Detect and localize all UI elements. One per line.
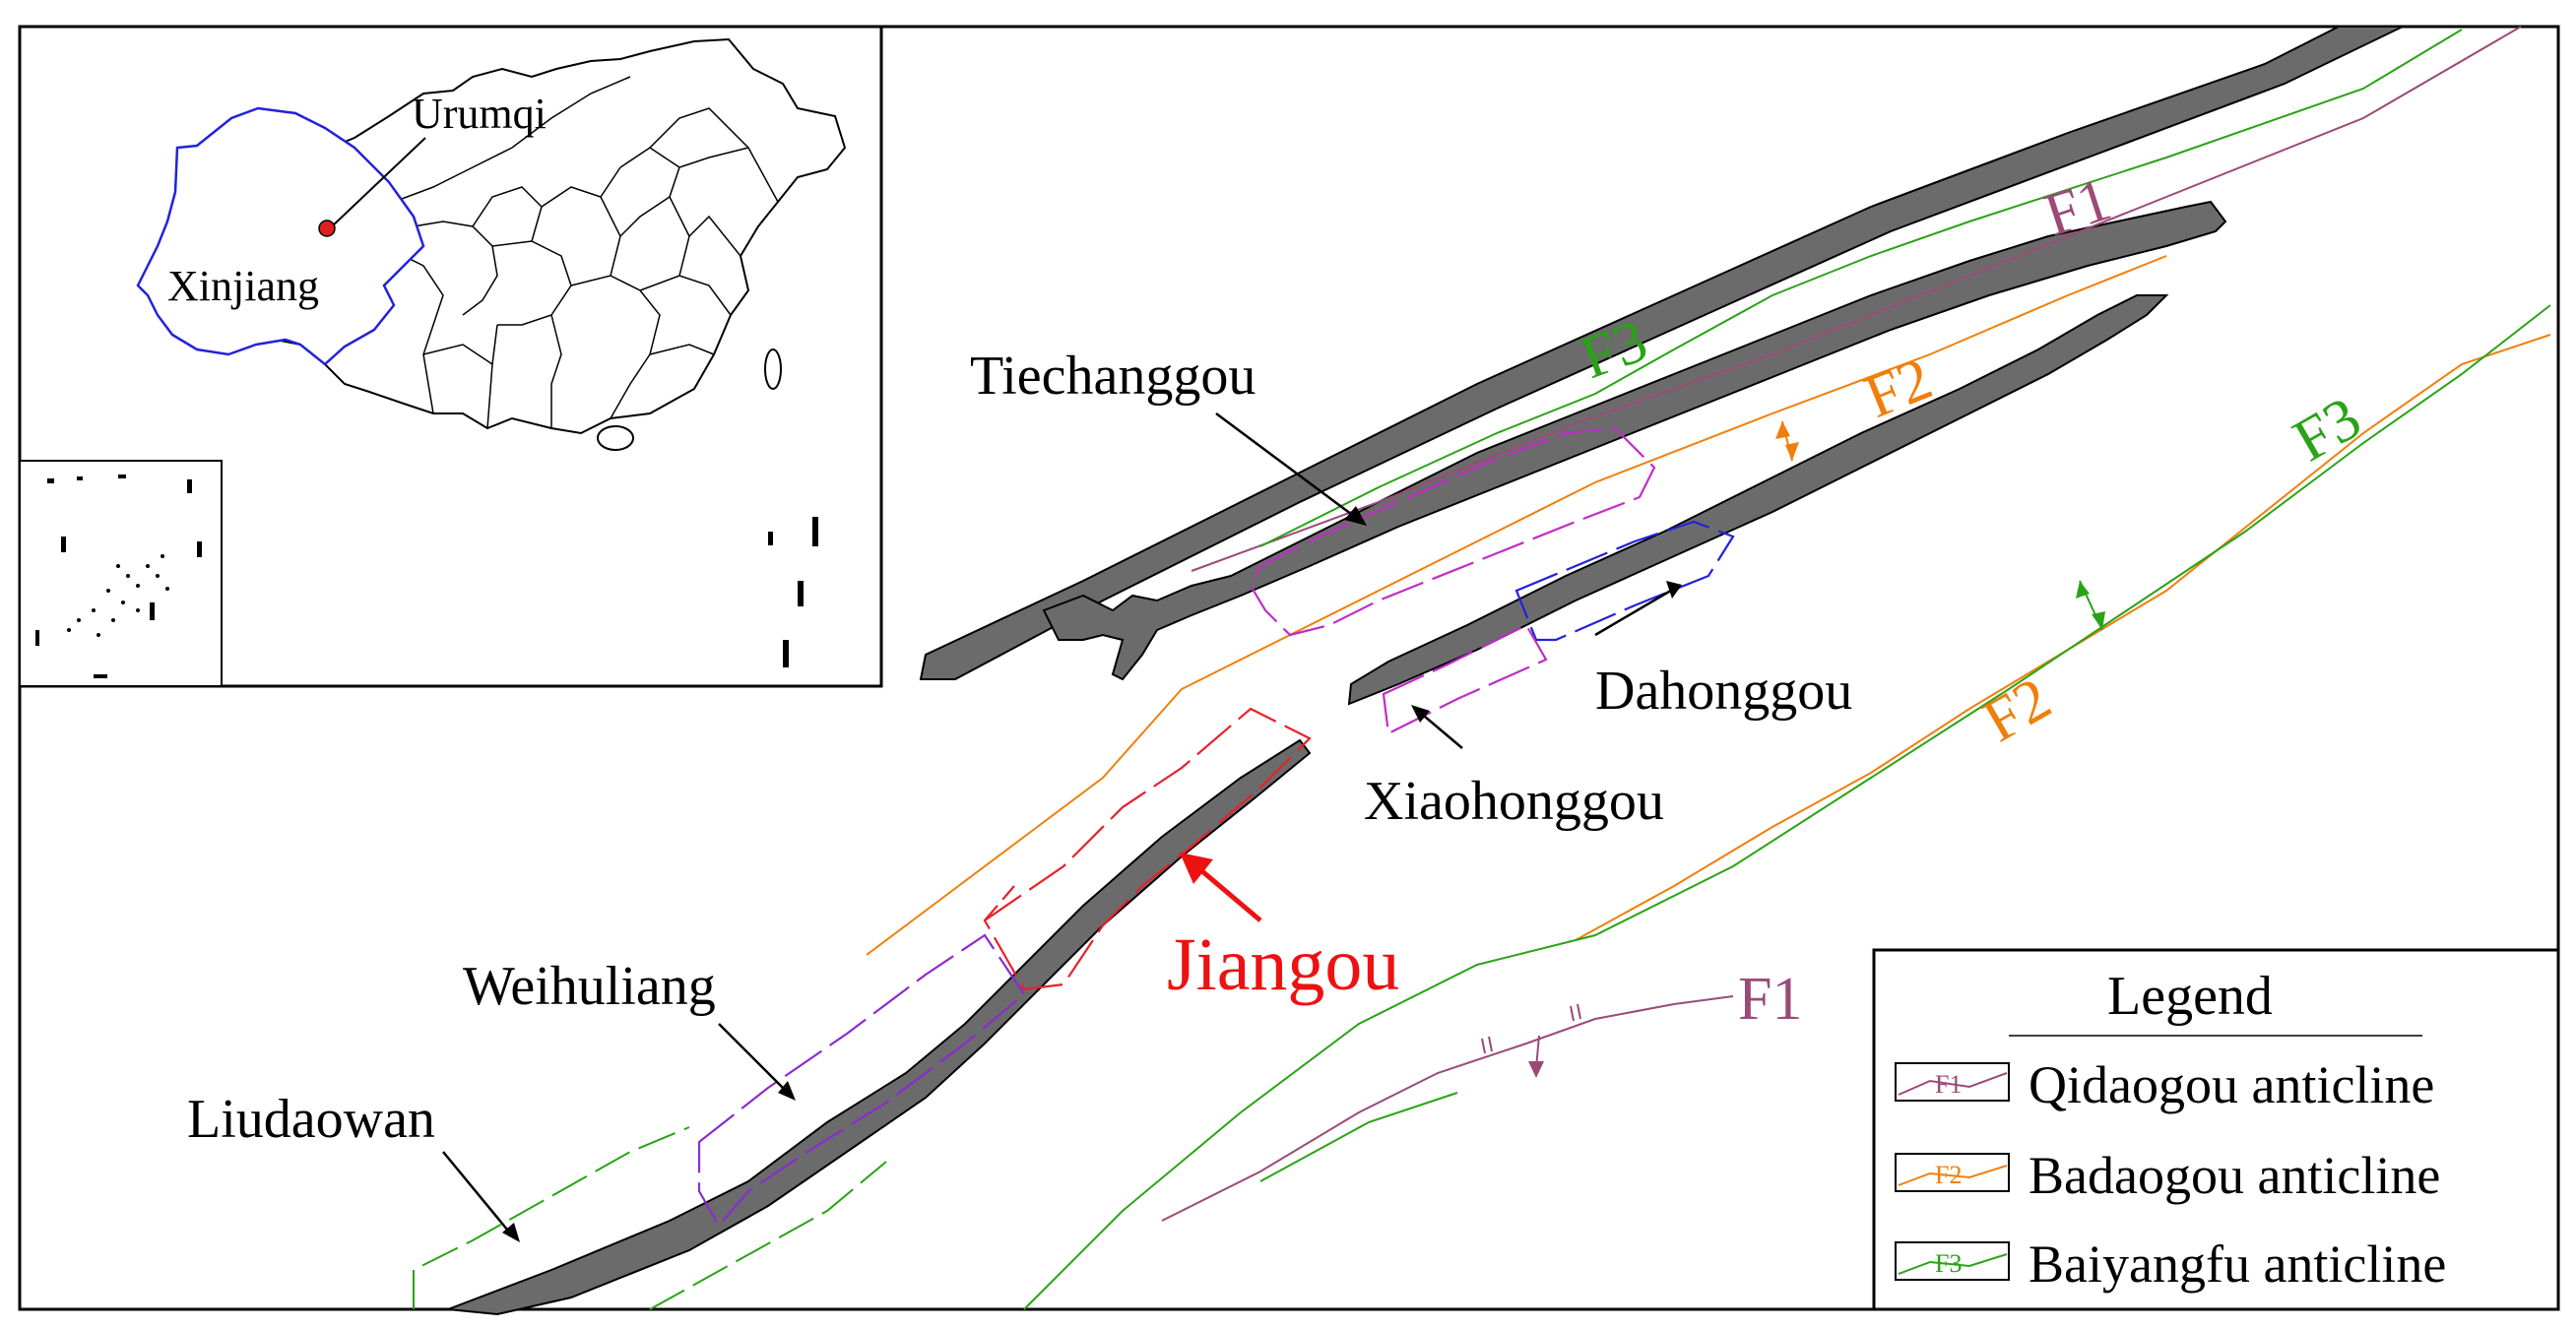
jiangou-boundary [983,707,1312,991]
fault-f3 [413,29,2551,1310]
label-xiaohonggou: Xiaohonggou [1364,771,1664,832]
pointer-arrowheads [502,506,1682,1242]
jiangou-pointer-head [1180,853,1213,884]
label-dahonggou: Dahonggou [1595,661,1852,722]
inset-map: Urumqi Xinjiang [18,25,883,688]
legend-symbol-f2: F2 [1935,1161,1962,1189]
legend-symbol-f1: F1 [1935,1070,1962,1099]
fault-f1-lower-line [1161,995,1734,1222]
fault-f1-upper-line [1191,26,2522,572]
legend-swatch-f2 [1895,1153,2010,1192]
label-jiangou: Jiangou [1167,923,1399,1006]
label-f1-lower: F1 [1738,966,1802,1033]
urumqi-leader-line [329,137,426,229]
mine-boundaries [697,426,1735,1228]
fault-f3-lower-line [1023,304,2551,1310]
fault-f2-arrow-up [1775,421,1790,439]
coal-seam-jiangou [447,738,1312,1316]
hainan-island [597,425,634,451]
tiechanggou-boundary [1249,426,1656,637]
fault-f2-upper-line [866,255,2167,956]
legend-title: Legend [2107,966,2273,1027]
label-weihuliang: Weihuliang [463,956,716,1017]
legend-swatch-f1 [1895,1062,2010,1102]
coal-seam-tiechanggou [1042,200,2227,681]
nine-dash-marks [768,517,818,667]
legend-label-badaogou: Badaogou anticline [2029,1146,2440,1205]
legend-label-qidaogou: Qidaogou anticline [2029,1055,2434,1114]
legend-symbol-f3: F3 [1935,1249,1962,1278]
legend-label-baiyangfu: Baiyangfu anticline [2029,1234,2446,1294]
coal-seams [447,26,2404,1316]
pointer-arrows [442,411,1675,1236]
xinjiang-label: Xinjiang [167,262,319,310]
jiangou-pointer [1194,864,1262,922]
legend-item-baiyangfu: F3 Baiyangfu anticline [1895,1234,2446,1294]
weihuliang-boundary [697,933,1026,1228]
legend-item-qidaogou: F1 Qidaogou anticline [1895,1055,2434,1114]
fault-f3-arrow-up [2076,581,2090,599]
coal-seam-dahonggou [1347,294,2169,706]
liudaowan-boundary-green [413,1126,690,1309]
label-liudaowan: Liudaowan [187,1089,435,1150]
south-china-sea-inset [19,460,223,687]
urumqi-dot [318,220,336,237]
legend-swatch-f3 [1895,1241,2010,1281]
legend-item-badaogou: F2 Badaogou anticline [1895,1146,2440,1205]
xinjiang-boundary [136,106,425,366]
south-china-sea-islands [35,475,202,678]
fault-f3-arrow-down [2092,611,2105,630]
taiwan-island [764,348,782,390]
urumqi-label: Urumqi [412,90,547,138]
label-tiechanggou: Tiechanggou [970,346,1256,407]
xiaohonggou-boundary [1382,623,1548,735]
fault-f2-arrow-down [1785,442,1799,461]
fault-f3-upper-line [1259,29,2463,547]
legend: Legend F1 Qidaogou anticline F2 Badaogou… [1872,948,2560,1311]
fault-f1-arrow [1528,1061,1544,1078]
dahonggou-boundary [1514,520,1735,642]
